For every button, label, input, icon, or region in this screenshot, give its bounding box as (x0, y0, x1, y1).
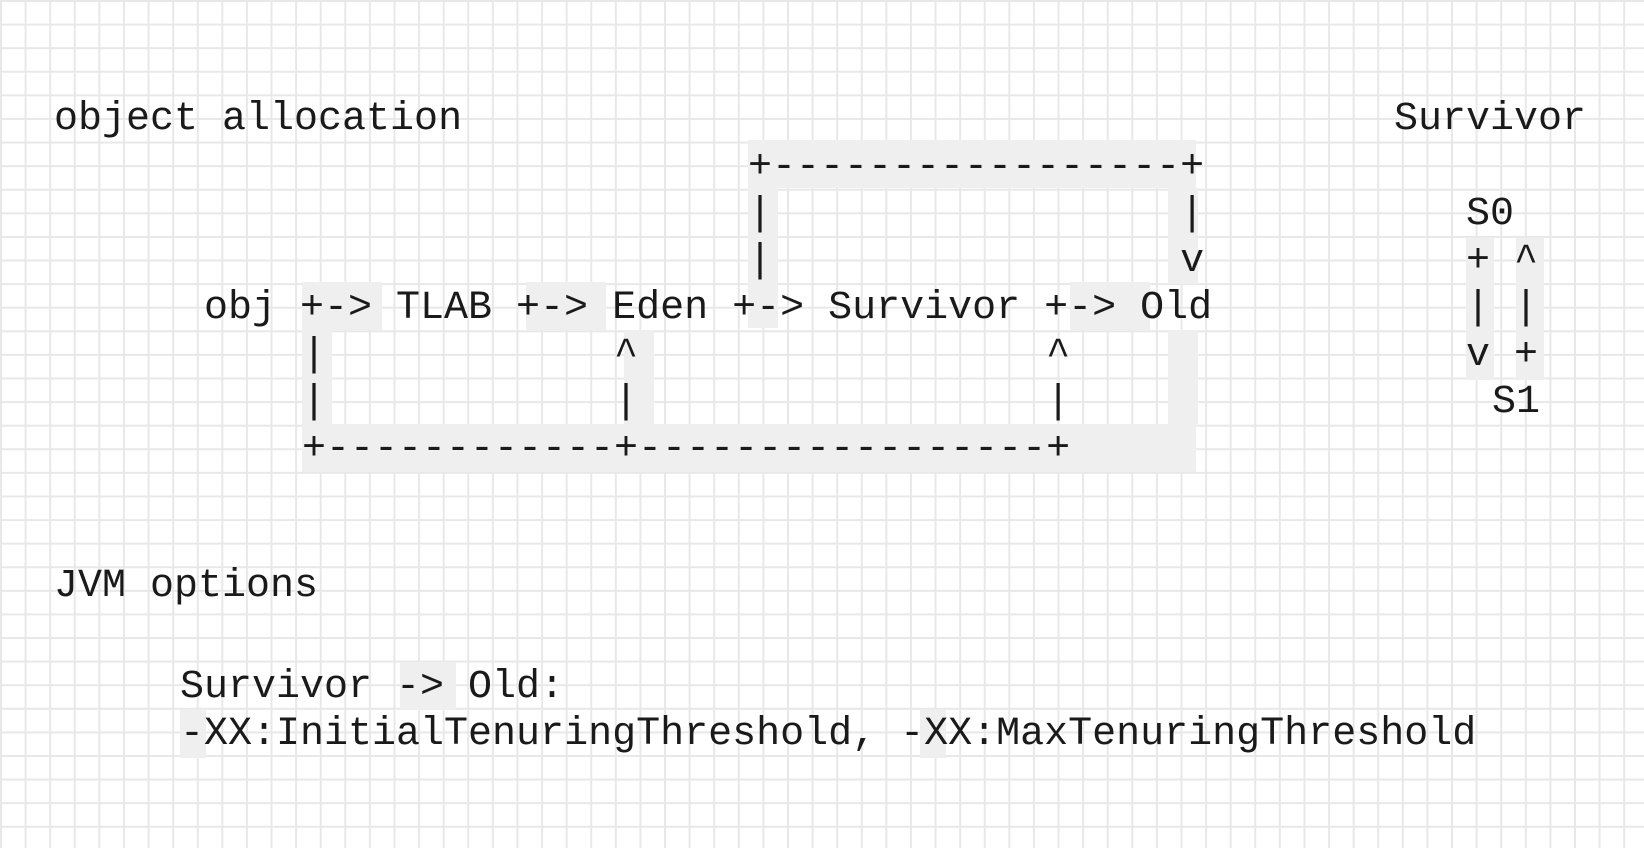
flag-2-dash-shade (920, 710, 946, 758)
flow-top-bars: | | (748, 192, 1205, 237)
survivor-row-bars: | | (1466, 286, 1539, 331)
right-bar-shade (1168, 330, 1198, 424)
top-right-bar-shade (1168, 188, 1198, 284)
top-line-shade (748, 140, 1196, 188)
flow-bottom-line: +------------+-----------------+ (302, 427, 1071, 472)
survivor-right-shade (1516, 238, 1544, 380)
flow-carets: | ^ ^ (302, 333, 1071, 378)
flow-top-line: +-----------------+ (748, 145, 1205, 190)
survivor-to-old-rule: Survivor -> Old: (180, 665, 565, 710)
top-left-bar-shade (748, 188, 778, 328)
flow-main-line: obj +-> TLAB +-> Eden +-> Survivor +-> O… (204, 286, 1213, 331)
object-allocation-heading: object allocation (54, 97, 463, 142)
flow-top-arrow-down: | v (748, 239, 1205, 284)
bottom-line-shade (302, 424, 1196, 472)
left-bar-shade (302, 330, 332, 424)
middle-bar-shade (624, 330, 654, 424)
survivor-row-v-plus: v + (1466, 333, 1539, 378)
survivor-s1-label: S1 (1492, 380, 1541, 425)
flag-1-dash-shade (180, 710, 206, 758)
survivor-s0-label: S0 (1466, 192, 1515, 237)
survivor-row-plus-caret: + ^ (1466, 239, 1539, 284)
tenuring-threshold-flags: -XX:InitialTenuringThreshold, -XX:MaxTen… (180, 712, 1477, 757)
arrow-1-shade (302, 282, 382, 330)
rule-arrow-shade (400, 662, 456, 710)
survivor-left-shade (1466, 238, 1494, 380)
flow-lower-bars: | | | (302, 380, 1071, 425)
survivor-heading: Survivor (1394, 97, 1587, 142)
jvm-options-heading: JVM options (54, 564, 319, 609)
arrow-2-shade (526, 282, 606, 330)
arrow-4-shade (1070, 282, 1150, 330)
